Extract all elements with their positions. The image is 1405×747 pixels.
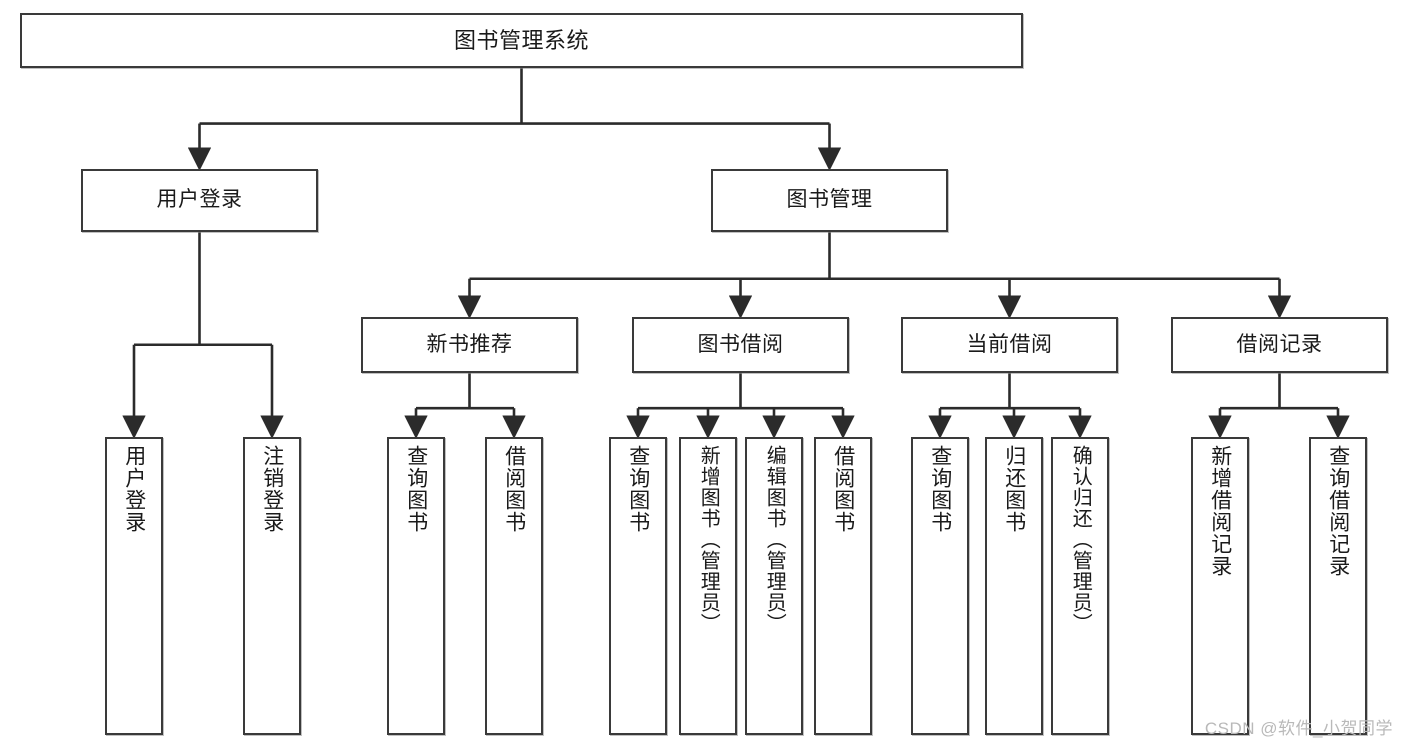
node-label: 当前借阅 [966,332,1053,356]
node-current-borrow[interactable]: 当前借阅 [901,317,1118,373]
node-label: 查询图书 [928,445,952,533]
node-label: 归还图书 [1002,445,1026,533]
node-book-manage[interactable]: 图书管理 [711,169,948,232]
node-leaf-add-book[interactable]: 新增图书（管理员） [679,437,737,735]
node-label: 新书推荐 [426,332,513,356]
node-leaf-query-record[interactable]: 查询借阅记录 [1309,437,1367,735]
node-user-login[interactable]: 用户登录 [81,169,318,232]
node-leaf-return-book[interactable]: 归还图书 [985,437,1043,735]
node-label: 注销登录 [260,445,284,533]
node-label: 查询图书 [626,445,650,533]
node-root[interactable]: 图书管理系统 [20,13,1023,68]
node-label: 用户登录 [156,188,243,212]
node-label: 图书管理系统 [453,27,589,53]
node-leaf-confirm-return[interactable]: 确认归还（管理员） [1051,437,1109,735]
node-label: 借阅图书 [831,445,855,533]
node-leaf-query-book-borrow[interactable]: 查询图书 [609,437,667,735]
node-label: 用户登录 [122,445,146,533]
node-leaf-query-book-rec[interactable]: 查询图书 [387,437,445,735]
node-label: 查询图书 [404,445,428,533]
node-borrow-record[interactable]: 借阅记录 [1171,317,1388,373]
node-new-book-rec[interactable]: 新书推荐 [361,317,578,373]
node-leaf-query-book-cur[interactable]: 查询图书 [911,437,969,735]
node-label: 确认归还（管理员） [1069,445,1092,634]
node-label: 图书管理 [786,188,873,212]
node-label: 新增借阅记录 [1208,445,1232,577]
node-label: 新增图书（管理员） [697,445,720,634]
node-label: 图书借阅 [697,332,784,356]
node-leaf-add-record[interactable]: 新增借阅记录 [1191,437,1249,735]
node-leaf-logout[interactable]: 注销登录 [243,437,301,735]
node-label: 编辑图书（管理员） [763,445,786,634]
node-book-borrow[interactable]: 图书借阅 [632,317,849,373]
node-label: 借阅记录 [1236,332,1323,356]
node-leaf-user-login[interactable]: 用户登录 [105,437,163,735]
node-label: 借阅图书 [502,445,526,533]
node-leaf-borrow-book-rec[interactable]: 借阅图书 [485,437,543,735]
node-label: 查询借阅记录 [1326,445,1350,577]
node-leaf-borrow-book[interactable]: 借阅图书 [814,437,872,735]
node-leaf-edit-book[interactable]: 编辑图书（管理员） [745,437,803,735]
